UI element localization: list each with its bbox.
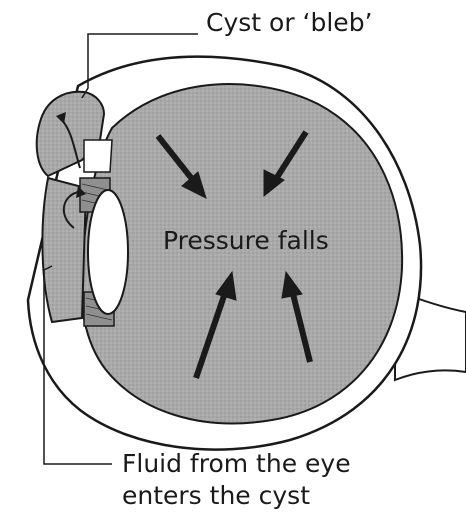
lens: [88, 190, 128, 314]
fluid-label-line-2: enters the cyst: [122, 480, 351, 512]
pressure-label: Pressure falls: [163, 226, 329, 255]
fluid-label-line-1: Fluid from the eye: [122, 448, 351, 480]
fluid-label: Fluid from the eye enters the cyst: [122, 448, 351, 512]
cyst-label: Cyst or ‘bleb’: [206, 8, 373, 37]
drainage-channel: [84, 140, 112, 172]
